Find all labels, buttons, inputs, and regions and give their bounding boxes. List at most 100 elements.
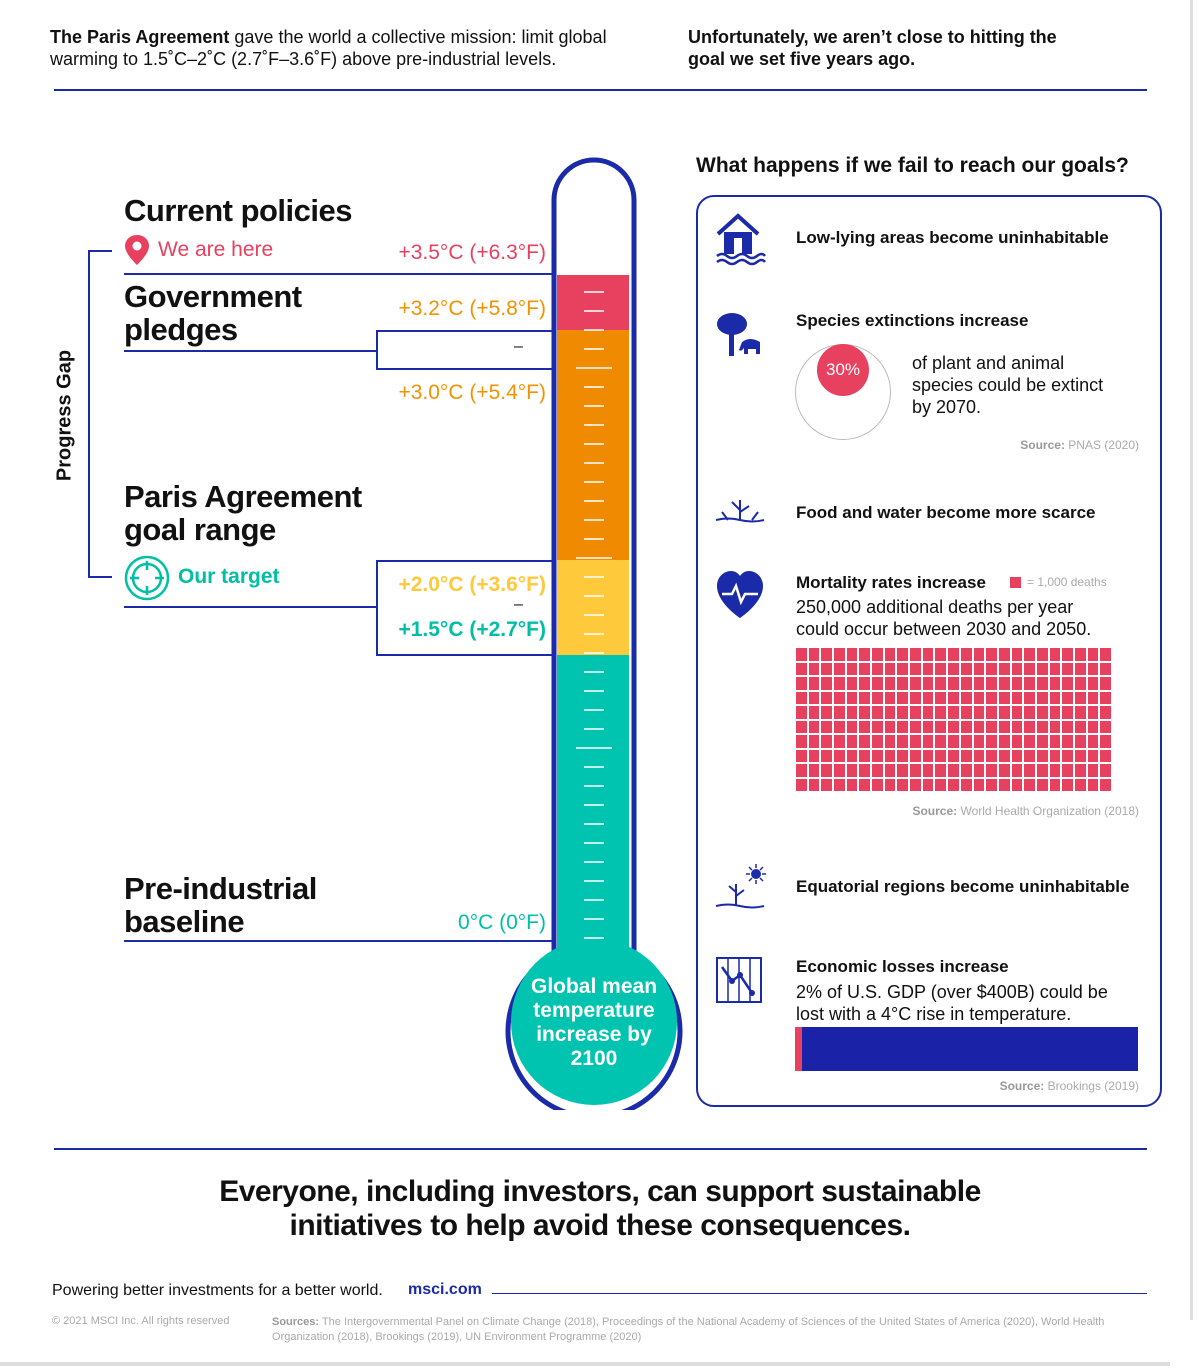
death-square [859, 749, 871, 762]
temp-3-0: +3.0°C (+5.4°F) [398, 381, 546, 404]
paris-range-box: – [376, 560, 554, 656]
bulb-label: Global mean temperature increase by 2100 [530, 975, 658, 1070]
death-square [897, 720, 909, 733]
dash: – [514, 596, 523, 613]
paris-goal-range: Paris Agreement goal range [124, 479, 362, 547]
death-square [834, 735, 845, 748]
death-square [1100, 677, 1111, 690]
death-square [973, 706, 985, 719]
death-square [872, 764, 883, 777]
death-square [960, 677, 972, 690]
item-title: Mortality rates increase [796, 573, 986, 592]
extinction-percent: 30% [817, 344, 869, 396]
death-square [998, 778, 1010, 791]
legend-square [1010, 577, 1021, 588]
death-square [859, 735, 871, 748]
death-square [1049, 749, 1061, 762]
gdp-loss-fill [795, 1027, 802, 1071]
death-square [1074, 735, 1086, 748]
item-title: Food and water become more scarce [796, 503, 1096, 522]
death-square [1024, 691, 1035, 704]
death-square [834, 677, 845, 690]
death-square [859, 764, 871, 777]
death-square [897, 648, 909, 661]
gdp-bar [795, 1027, 1138, 1071]
death-square [796, 691, 807, 704]
death-square [859, 706, 871, 719]
death-square [821, 749, 833, 762]
death-square [1087, 749, 1099, 762]
death-square [796, 778, 807, 791]
death-square [859, 691, 871, 704]
our-target: Our target [178, 565, 280, 588]
death-square [859, 720, 871, 733]
we-are-here: We are here [158, 238, 274, 261]
death-square [998, 691, 1010, 704]
death-square [1049, 706, 1061, 719]
death-square [1049, 677, 1061, 690]
death-square [821, 677, 833, 690]
death-square [960, 764, 972, 777]
death-square [1011, 706, 1023, 719]
death-square [986, 648, 997, 661]
line-pledges [124, 350, 378, 352]
death-square [910, 764, 921, 777]
death-square [1024, 764, 1035, 777]
death-square [1036, 735, 1048, 748]
temp-1-5: +1.5°C (+2.7°F) [398, 618, 546, 641]
death-square [884, 691, 896, 704]
death-square [1049, 662, 1061, 675]
right-heading: What happens if we fail to reach our goa… [696, 154, 1129, 177]
death-square [1049, 648, 1061, 661]
death-square [1100, 735, 1111, 748]
flooded-house-icon [716, 213, 766, 266]
death-square [1024, 735, 1035, 748]
death-square [1062, 691, 1073, 704]
death-square [808, 691, 820, 704]
death-square [834, 778, 845, 791]
death-square [808, 749, 820, 762]
death-square [1036, 778, 1048, 791]
death-square [922, 720, 934, 733]
death-square [796, 735, 807, 748]
death-square [834, 749, 845, 762]
death-square [998, 648, 1010, 661]
death-square [973, 648, 985, 661]
death-square [897, 735, 909, 748]
death-square [859, 648, 871, 661]
death-square [1011, 648, 1023, 661]
extinction-text: of plant and animal species could be ext… [912, 353, 1104, 417]
msci-link[interactable]: msci.com [408, 1281, 482, 1298]
death-square [1049, 691, 1061, 704]
death-square [808, 648, 820, 661]
death-square [973, 764, 985, 777]
death-square [1024, 706, 1035, 719]
death-square [846, 691, 858, 704]
death-square [884, 662, 896, 675]
death-square [1100, 691, 1111, 704]
death-square [960, 735, 972, 748]
source: Source: Brookings (2019) [999, 1079, 1139, 1093]
death-square [808, 662, 820, 675]
death-square [910, 648, 921, 661]
death-square [1036, 749, 1048, 762]
death-square [846, 648, 858, 661]
death-square [998, 735, 1010, 748]
location-pin-icon [125, 235, 149, 265]
death-square [1074, 677, 1086, 690]
segment-pledges [557, 330, 629, 561]
death-square [1024, 778, 1035, 791]
chart-loss-icon [716, 957, 762, 1003]
death-square [998, 749, 1010, 762]
legend-label: = 1,000 deaths [1027, 575, 1107, 589]
economic-text: 2% of U.S. GDP (over $400B) could be los… [796, 982, 1108, 1024]
death-square [846, 662, 858, 675]
death-square [796, 749, 807, 762]
death-square [821, 662, 833, 675]
copyright: © 2021 MSCI Inc. All rights reserved [52, 1315, 230, 1327]
temp-3-2: +3.2°C (+5.8°F) [398, 297, 546, 320]
death-square [884, 778, 896, 791]
death-square [1024, 648, 1035, 661]
death-square [922, 691, 934, 704]
death-square [973, 691, 985, 704]
